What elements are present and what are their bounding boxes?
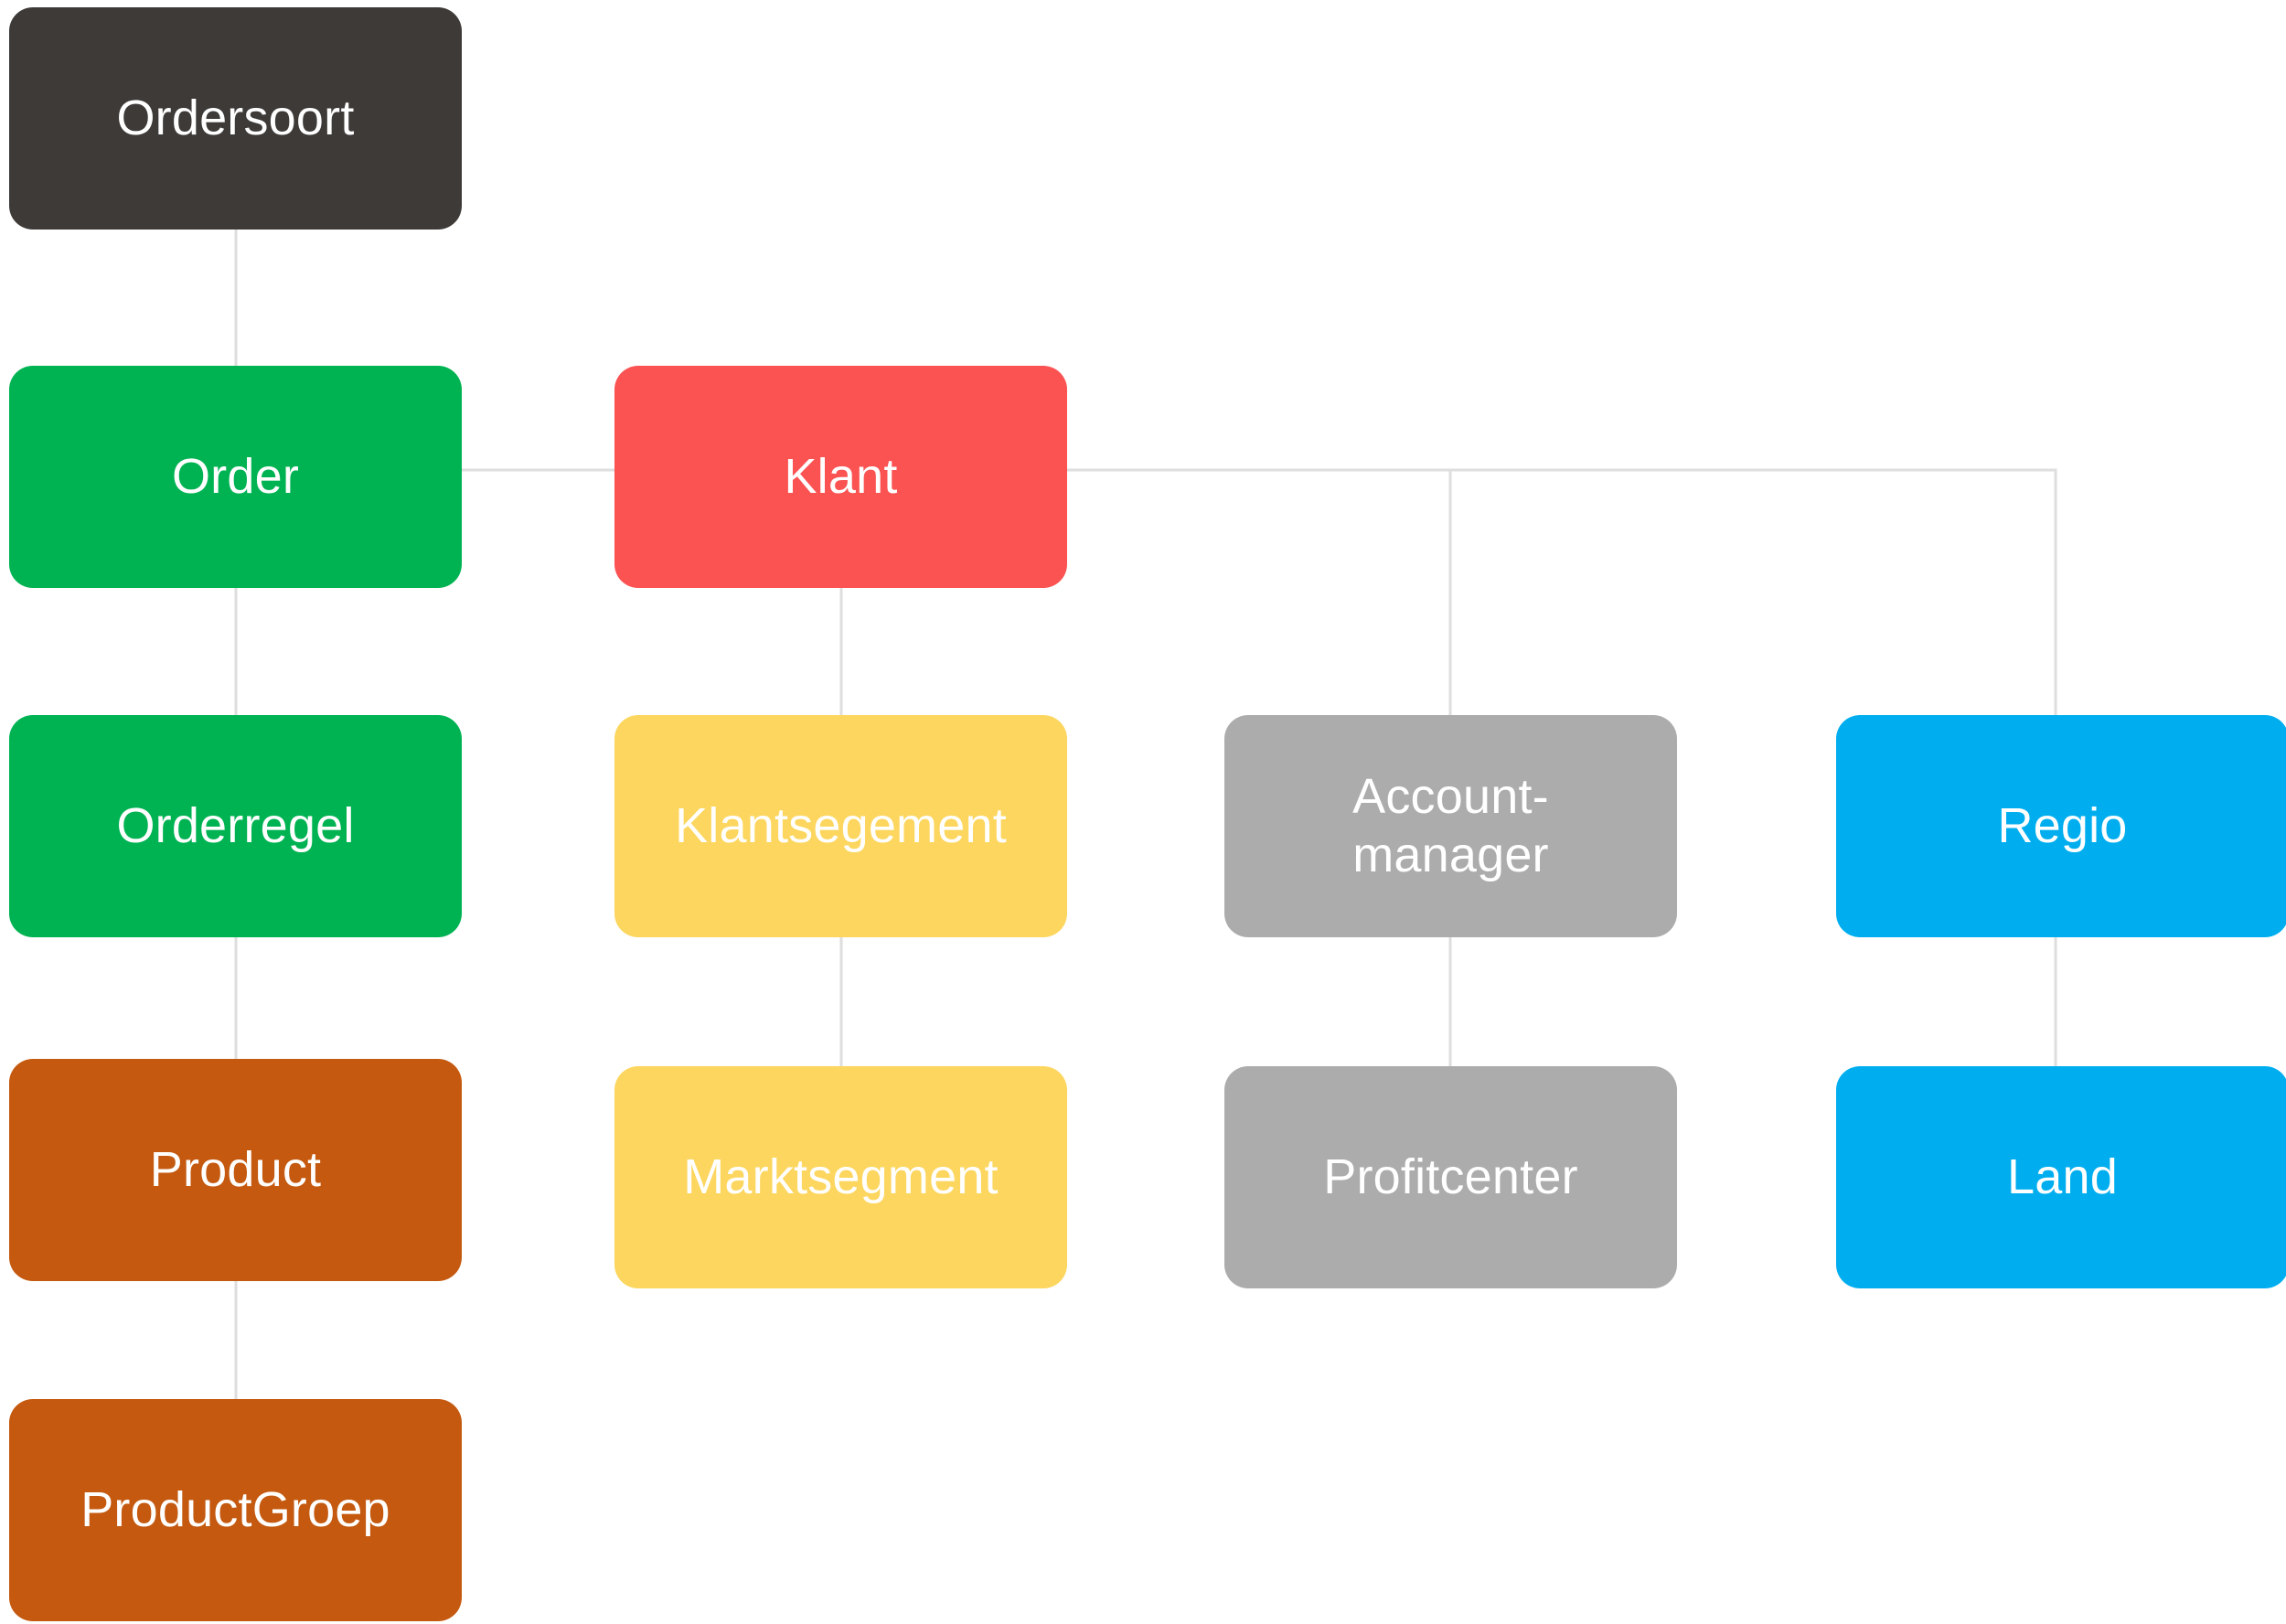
node-label-accountmanager: Account- manager <box>1352 768 1549 882</box>
node-klantsegment[interactable]: Klantsegement <box>614 715 1067 937</box>
node-label-orderregel: Orderregel <box>116 797 355 853</box>
connector-klant-regio <box>1450 468 2057 715</box>
node-label-product: Product <box>149 1141 322 1197</box>
node-order[interactable]: Order <box>9 366 462 588</box>
node-orderregel[interactable]: Orderregel <box>9 715 462 937</box>
connector-klant-accountmanager <box>1067 468 1452 715</box>
node-label-order: Order <box>171 448 300 504</box>
node-label-ordersoort: Ordersoort <box>116 90 355 145</box>
node-accountmanager[interactable]: Account- manager <box>1224 715 1677 937</box>
node-product[interactable]: Product <box>9 1059 462 1281</box>
node-label-profitcenter: Profitcenter <box>1323 1149 1578 1204</box>
node-land[interactable]: Land <box>1836 1066 2286 1288</box>
node-marktsegment[interactable]: Marktsegment <box>614 1066 1067 1288</box>
node-regio[interactable]: Regio <box>1836 715 2286 937</box>
node-label-klant: Klant <box>784 448 898 504</box>
node-label-marktsegment: Marktsegment <box>683 1149 999 1204</box>
node-productgroep[interactable]: ProductGroep <box>9 1399 462 1621</box>
node-profitcenter[interactable]: Profitcenter <box>1224 1066 1677 1288</box>
node-label-land: Land <box>2007 1149 2118 1204</box>
node-label-regio: Regio <box>1997 797 2128 853</box>
node-klant[interactable]: Klant <box>614 366 1067 588</box>
node-label-productgroep: ProductGroep <box>80 1481 390 1537</box>
node-ordersoort[interactable]: Ordersoort <box>9 7 462 230</box>
node-label-klantsegment: Klantsegement <box>675 797 1007 853</box>
